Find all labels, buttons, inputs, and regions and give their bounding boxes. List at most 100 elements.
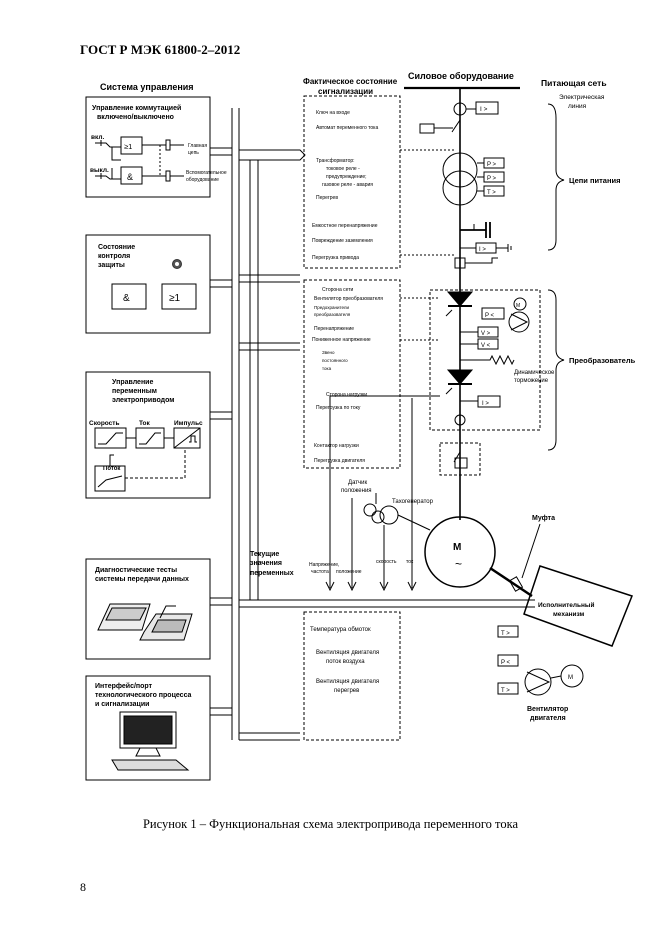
signal-mid-0: Сторона сети (322, 287, 354, 293)
converter-block: P < V > V < М Динамическое торможение I … (429, 289, 555, 431)
page-number: 8 (80, 880, 86, 894)
coupling-label: Муфта (532, 515, 555, 522)
svg-text:I >: I > (480, 106, 488, 113)
svg-text:ток: ток (406, 559, 414, 565)
sensors: Датчик положения Тахогенератор (341, 480, 434, 531)
mains-label-1: Электрическая (559, 94, 605, 101)
svg-text:выкл.: выкл. (90, 167, 109, 174)
feed-circuits-label: Цепи питания (569, 176, 620, 185)
svg-text:М: М (516, 303, 520, 309)
variables-label: Текущие значения переменных Напряжение, … (250, 551, 414, 577)
svg-text:Ток: Ток (139, 420, 151, 427)
signal-top-6: Перегрев (316, 195, 338, 201)
control-system-title: Система управления (100, 82, 194, 92)
figure-caption: Рисунок 1 – Функциональная схема электро… (142, 817, 519, 831)
svg-text:P <: P < (501, 660, 511, 666)
signal-mid-4: Перенапряжение (314, 326, 354, 332)
svg-text:T >: T > (487, 190, 496, 196)
svg-text:вкл.: вкл. (91, 134, 104, 141)
svg-text:включено/выключено: включено/выключено (97, 114, 174, 121)
svg-text:электроприводом: электроприводом (112, 397, 174, 404)
signal-top-8: Повреждение заземления (312, 238, 373, 244)
motor-icon: М ~ (424, 516, 496, 588)
signal-top-2: Трансформатор: (316, 158, 355, 164)
signal-top-4: предупреждение; (326, 174, 367, 180)
svg-text:положения: положения (341, 488, 372, 494)
svg-text:контроля: контроля (98, 253, 130, 260)
protection-state-block: Состояние контроля защиты & ≥1 (85, 234, 211, 334)
svg-text:≥1: ≥1 (169, 293, 180, 304)
converter-fan-icon: М (508, 297, 530, 333)
svg-text:&: & (127, 172, 133, 182)
svg-text:положение: положение (336, 569, 362, 575)
svg-text:Исполнительный: Исполнительный (538, 601, 594, 609)
motor-relays: T > P < T > (497, 625, 519, 695)
svg-text:Главная: Главная (188, 143, 207, 149)
mains-label-2: линия (568, 103, 587, 110)
svg-text:технологического процесса: технологического процесса (95, 692, 192, 699)
signal-mid-11: Контактор нагрузки (314, 443, 359, 449)
svg-text:переменным: переменным (112, 388, 157, 395)
svg-text:Состояние: Состояние (98, 244, 135, 251)
svg-text:Текущие: Текущие (250, 551, 279, 558)
signal-box-bottom (303, 611, 401, 741)
svg-text:Поток: Поток (103, 466, 120, 472)
supply-network-title: Питающая сеть (541, 78, 607, 88)
signal-bottom-4: перегрев (334, 688, 359, 694)
svg-text:М: М (453, 542, 461, 553)
svg-text:и сигнализации: и сигнализации (95, 701, 149, 708)
svg-text:двигателя: двигателя (530, 715, 566, 722)
transformer-icon (442, 152, 478, 206)
switching-control-block: Управление коммутацией включено/выключен… (85, 96, 227, 198)
svg-text:V >: V > (481, 331, 491, 337)
svg-text:Скорость: Скорость (89, 420, 119, 427)
svg-text:Тахогенератор: Тахогенератор (392, 499, 434, 505)
signal-top-3: токовое реле - (326, 166, 360, 172)
computer-icon (111, 711, 190, 771)
svg-text:Интерфейс/порт: Интерфейс/порт (95, 682, 153, 690)
variable-arrows (325, 395, 440, 592)
drive-control-block: Управление переменным электроприводом Ск… (85, 371, 211, 499)
svg-text:T >: T > (501, 631, 510, 637)
svg-text:P <: P < (485, 313, 495, 319)
svg-text:Управление коммутацией: Управление коммутацией (92, 104, 181, 112)
signal-box-top (303, 95, 401, 269)
signal-top-9: Перегрузка привода (312, 255, 359, 261)
svg-text:М: М (568, 675, 573, 681)
svg-text:скорость: скорость (376, 559, 397, 565)
svg-text:V <: V < (481, 343, 491, 349)
interface-port-block: Интерфейс/порт технологического процесса… (85, 675, 211, 781)
svg-text:P >: P > (487, 162, 497, 168)
svg-text:≥1: ≥1 (124, 142, 132, 151)
svg-text:~: ~ (455, 557, 462, 571)
svg-text:T >: T > (501, 688, 510, 694)
svg-text:Импульс: Импульс (174, 420, 203, 427)
alarm-icon (172, 259, 182, 269)
document-header: ГОСТ Р МЭК 61800-2–2012 (80, 42, 241, 57)
svg-text:Вентилятор: Вентилятор (527, 706, 568, 713)
svg-text:Напряжение,: Напряжение, (309, 562, 339, 568)
signal-mid-9: Сторона нагрузки (326, 392, 367, 398)
svg-text:оборудование: оборудование (186, 177, 219, 183)
signal-bottom-1: Вентиляция двигателя (316, 650, 379, 656)
svg-text:торможение: торможение (514, 378, 549, 384)
signal-mid-5: Пониженное напряжение (312, 337, 371, 343)
svg-text:цепь: цепь (188, 150, 199, 156)
signal-mid-1: Вентилятор преобразователя (314, 296, 383, 302)
diagnostic-tests-block: Диагностические тесты системы передачи д… (85, 558, 211, 660)
signal-mid-12: Перегрузка двигателя (314, 458, 365, 464)
signal-mid-6: Звено (322, 350, 335, 355)
actual-state-title-2: сигнализации (318, 87, 373, 96)
signal-top-5: газовое реле - авария (322, 182, 373, 188)
motor-fan-icon: М Вентилятор двигателя (524, 664, 584, 722)
signal-bottom-0: Температура обмоток (310, 627, 371, 633)
signal-bus (210, 108, 535, 741)
signal-top-7: Емкостное перенапряжение (312, 223, 378, 229)
svg-text:Динамическое: Динамическое (514, 370, 555, 376)
terminal-icon (97, 603, 193, 641)
signal-mid-2: Предохранители (314, 305, 349, 310)
signal-top-1: Автомат переменного тока (316, 125, 378, 131)
svg-text:Управление: Управление (112, 379, 153, 386)
signal-bottom-2: поток воздуха (326, 659, 365, 665)
